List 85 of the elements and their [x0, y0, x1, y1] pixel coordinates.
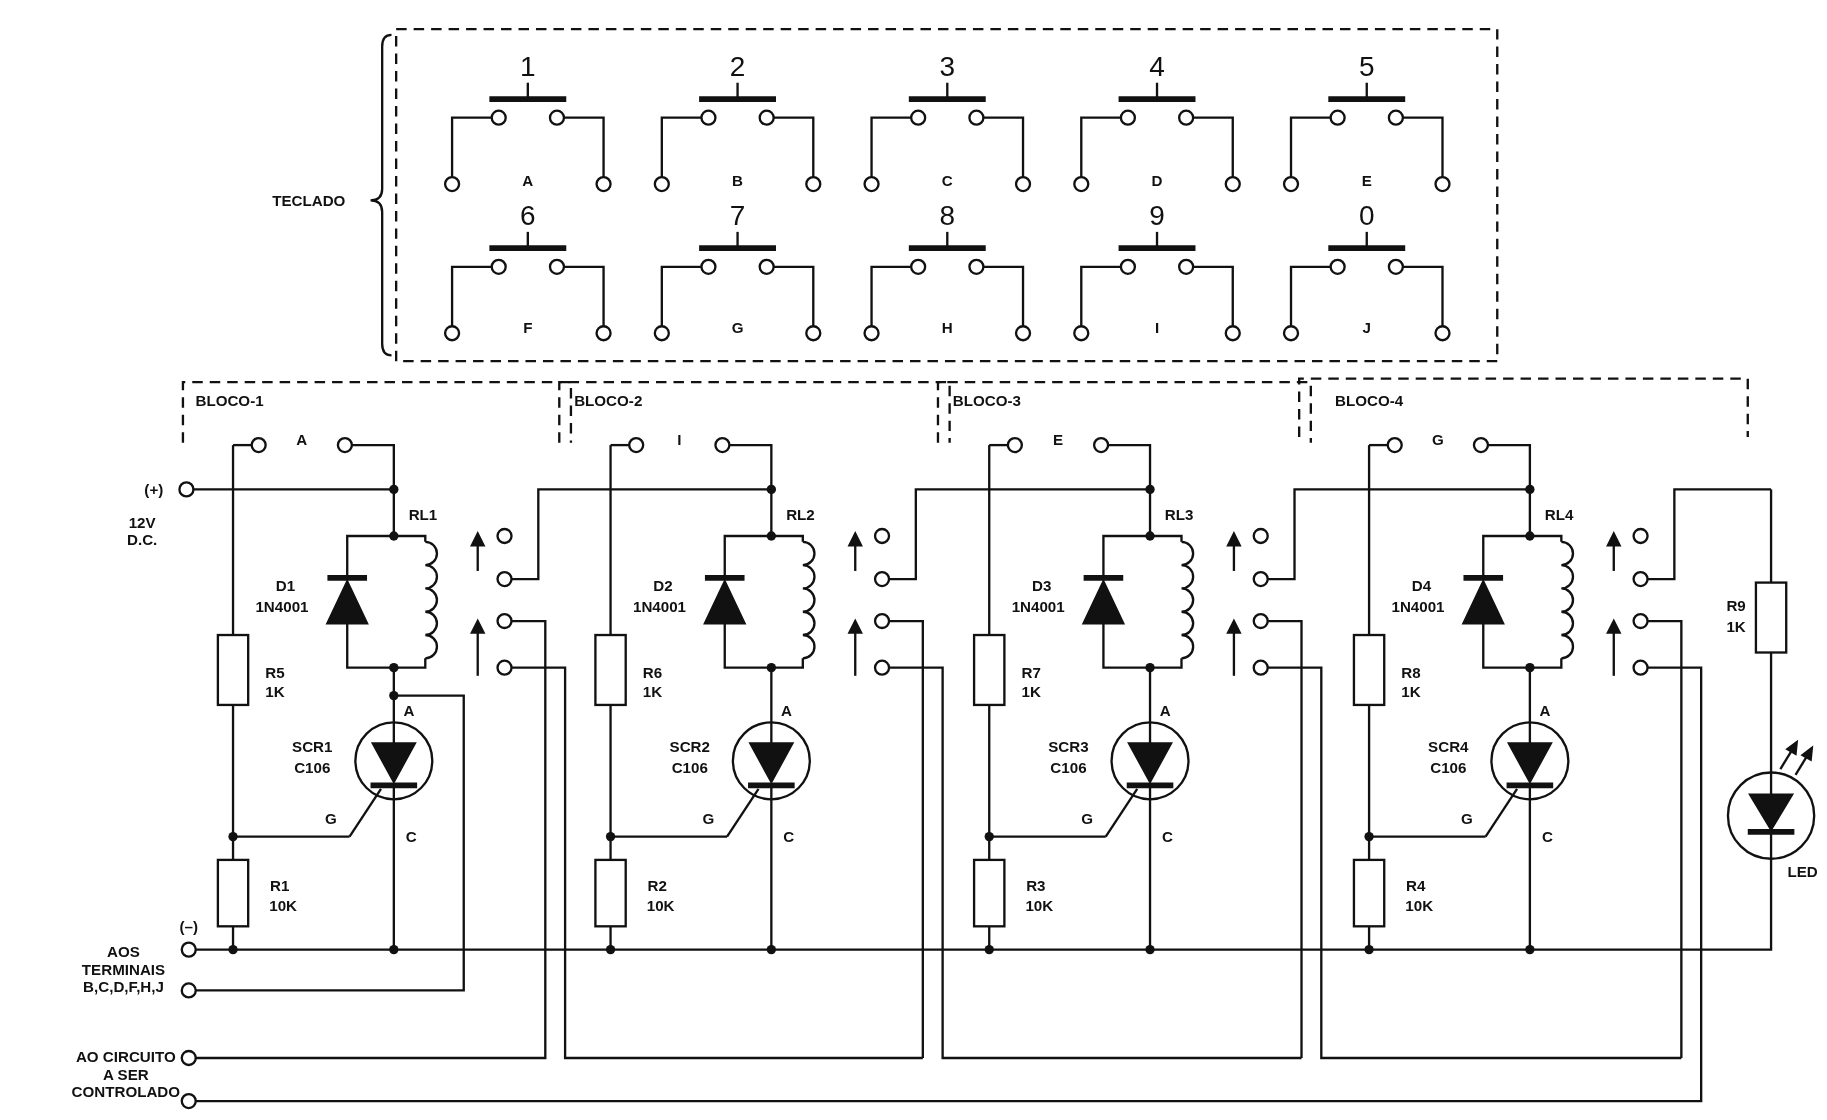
component-label: RL4: [1544, 506, 1574, 524]
switch-contact-label: I: [677, 430, 682, 448]
pin-label: G: [325, 810, 337, 828]
pin-label: C: [783, 827, 795, 846]
pin-label: A: [781, 702, 792, 720]
component-label: RL2: [786, 506, 815, 524]
component-value: 1N4001: [1391, 598, 1445, 616]
component-label: D2: [653, 577, 673, 595]
terminal-label: AOS TERMINAIS B,C,D,F,H,J: [80, 943, 167, 996]
key-number: 9: [1149, 200, 1165, 231]
component-label: R4: [1406, 876, 1426, 895]
block-label: BLOCO-1: [195, 392, 264, 410]
component-value: 10K: [1405, 896, 1434, 915]
pin-label: C: [1541, 827, 1553, 846]
component-value: 10K: [1025, 896, 1054, 915]
key-letter: B: [732, 171, 744, 190]
component-value: 1N4001: [1011, 598, 1065, 616]
component-label: R9: [1726, 597, 1746, 615]
key-letter: F: [523, 318, 533, 337]
component-value: 1K: [1021, 683, 1041, 701]
pin-label: C: [405, 827, 417, 846]
terminal-label: 12V D.C.: [126, 513, 159, 549]
component-label: D4: [1411, 577, 1432, 595]
pin-label: A: [1539, 702, 1551, 720]
component-value: 1K: [1726, 618, 1746, 636]
key-number: 2: [729, 51, 746, 82]
key-letter: C: [941, 171, 953, 190]
pin-label: A: [1159, 702, 1171, 720]
component-label: SCR1: [292, 738, 333, 756]
pin-label: G: [1461, 810, 1473, 828]
group-label: TECLADO: [272, 191, 346, 210]
key-number: 8: [939, 200, 956, 231]
component-label: D3: [1032, 577, 1052, 595]
block-label: BLOCO-3: [952, 392, 1021, 410]
terminal-label: (–): [179, 917, 198, 936]
key-letter: I: [1154, 318, 1160, 337]
component-value: C106: [294, 759, 331, 777]
key-letter: D: [1151, 171, 1163, 190]
component-value: C106: [1430, 759, 1467, 777]
component-label: SCR4: [1428, 738, 1469, 756]
component-value: 1K: [642, 683, 663, 701]
component-value: 1N4001: [632, 598, 687, 616]
component-value: 1K: [265, 683, 285, 701]
pin-label: C: [1162, 827, 1173, 846]
key-number: 5: [1358, 51, 1375, 82]
key-letter: J: [1362, 318, 1371, 337]
component-label: R8: [1401, 663, 1421, 682]
component-value: C106: [671, 759, 708, 777]
key-number: 7: [729, 200, 746, 231]
component-label: RL3: [1164, 506, 1194, 524]
component-label: LED: [1787, 862, 1818, 881]
key-letter: H: [941, 318, 953, 337]
key-letter: G: [731, 318, 744, 337]
component-label: R1: [269, 876, 290, 895]
component-value: 1K: [1401, 683, 1421, 701]
block-label: BLOCO-2: [574, 392, 643, 410]
component-label: R5: [265, 663, 285, 682]
key-number: 3: [939, 51, 956, 82]
key-number: 4: [1149, 51, 1165, 82]
component-label: R6: [642, 663, 663, 682]
block-label: BLOCO-4: [1335, 392, 1404, 410]
switch-contact-label: E: [1052, 430, 1064, 448]
component-value: 10K: [269, 896, 298, 915]
component-value: C106: [1050, 759, 1087, 777]
key-number: 0: [1358, 200, 1375, 231]
component-label: RL1: [408, 506, 438, 524]
component-label: D1: [275, 577, 296, 595]
pin-label: A: [403, 702, 415, 720]
component-label: SCR2: [669, 738, 710, 756]
key-number: 1: [520, 51, 536, 82]
pin-label: G: [1081, 810, 1093, 828]
key-number: 6: [520, 200, 536, 231]
component-label: R7: [1021, 663, 1041, 682]
component-value: 10K: [646, 896, 675, 915]
component-label: SCR3: [1048, 738, 1089, 756]
pin-label: G: [702, 810, 715, 828]
terminal-label: (+): [144, 480, 164, 499]
component-label: R3: [1026, 876, 1046, 895]
terminal-label: AO CIRCUITO A SER CONTROLADO: [70, 1048, 182, 1101]
key-letter: A: [522, 171, 534, 190]
switch-contact-label: A: [296, 430, 308, 448]
component-value: 1N4001: [255, 598, 309, 616]
key-letter: E: [1361, 171, 1372, 190]
component-label: R2: [647, 876, 667, 895]
switch-contact-label: G: [1431, 430, 1444, 448]
